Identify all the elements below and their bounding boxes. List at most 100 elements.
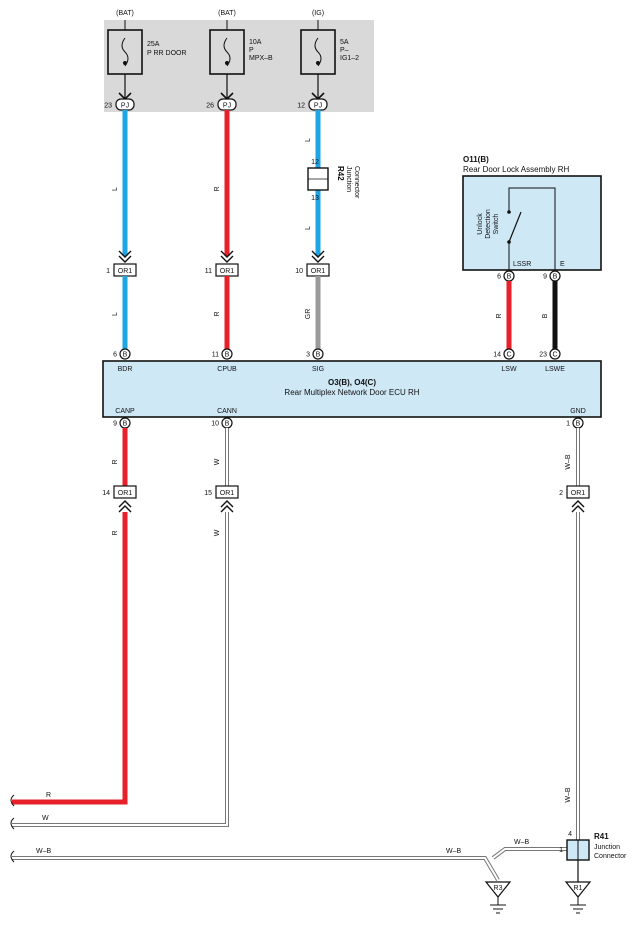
ecu-pin-label: CANN bbox=[217, 408, 237, 415]
svg-text:PJ: PJ bbox=[223, 103, 231, 110]
r41-id: R41 bbox=[594, 832, 609, 841]
pj-connector: PJ 23 bbox=[104, 92, 135, 111]
wire-label: W bbox=[42, 815, 49, 822]
pin-number: 4 bbox=[568, 831, 572, 838]
wire-white-black-r3 bbox=[12, 847, 567, 882]
r42-name: Junction bbox=[345, 166, 352, 192]
pin-number: 1 bbox=[566, 421, 570, 428]
or1-connector: OR1 14 bbox=[102, 485, 137, 513]
r41-name: Junction bbox=[594, 844, 620, 851]
wire-white-cann bbox=[12, 512, 229, 827]
svg-text:PJ: PJ bbox=[121, 103, 129, 110]
lock-id: O11(B) bbox=[463, 155, 489, 164]
switch-icon bbox=[508, 211, 522, 243]
wire-label: W bbox=[214, 458, 221, 465]
pin-number: 10 bbox=[211, 421, 219, 428]
wire-label: W bbox=[214, 529, 221, 536]
rear-door-lock-assembly: O11(B) Rear Door Lock Assembly RH Unlock… bbox=[462, 155, 602, 282]
lock-name: Rear Door Lock Assembly RH bbox=[463, 165, 569, 174]
pin-number: 11 bbox=[212, 352, 219, 359]
pin-number: 9 bbox=[543, 274, 547, 281]
ecu-pin-label: BDR bbox=[118, 366, 133, 373]
svg-text:R1: R1 bbox=[574, 885, 583, 892]
svg-text:B: B bbox=[553, 274, 558, 281]
ecu-pin-label: GND bbox=[570, 408, 586, 415]
fuse-source: (IG) bbox=[312, 10, 324, 17]
wire-label: W–B bbox=[565, 787, 572, 803]
ground-icon bbox=[564, 881, 592, 898]
svg-text:C: C bbox=[506, 352, 511, 359]
svg-text:C: C bbox=[552, 352, 557, 359]
wire-label: L bbox=[305, 138, 312, 142]
fuse-rating: 25A bbox=[147, 41, 160, 48]
svg-text:R3: R3 bbox=[494, 885, 503, 892]
wire-label: W–B bbox=[36, 848, 52, 855]
svg-text:OR1: OR1 bbox=[571, 490, 586, 497]
wire-label: W–B bbox=[446, 848, 462, 855]
svg-text:B: B bbox=[123, 421, 128, 428]
pin-number: 12 bbox=[297, 103, 305, 110]
r42-id: R42 bbox=[336, 166, 345, 181]
ground-icon bbox=[484, 881, 512, 898]
ecu-box: O3(B), O4(C) Rear Multiplex Network Door… bbox=[102, 360, 602, 418]
svg-text:B: B bbox=[576, 421, 581, 428]
pin-number: 11 bbox=[205, 268, 212, 275]
pin-number: 3 bbox=[306, 352, 310, 359]
wire-label: R bbox=[112, 459, 119, 464]
pin-number: 26 bbox=[206, 103, 214, 110]
wire-label: R bbox=[112, 530, 119, 535]
fuse-source: (BAT) bbox=[218, 10, 236, 17]
switch-label: Switch bbox=[493, 214, 500, 235]
fuse-icon bbox=[223, 37, 231, 67]
wire-red-canp bbox=[12, 512, 128, 805]
fuse-name: P bbox=[249, 47, 254, 54]
wire-label: R bbox=[214, 311, 221, 316]
fuse-icon bbox=[314, 37, 322, 67]
wire-label: L bbox=[112, 187, 119, 191]
fuse-name2: MPX–B bbox=[249, 55, 273, 62]
ecu-bottom-pins: B 9 B 10 B 1 bbox=[113, 417, 584, 429]
svg-text:B: B bbox=[507, 274, 512, 281]
svg-text:B: B bbox=[225, 421, 230, 428]
svg-text:OR1: OR1 bbox=[118, 268, 133, 275]
wire-label: W–B bbox=[565, 454, 572, 470]
r42-junction-connector: 12 13 R42 Junction Connector bbox=[307, 159, 360, 202]
wire-label: R bbox=[214, 186, 221, 191]
ecu-pin-label: SIG bbox=[312, 366, 324, 373]
wire-label: L bbox=[112, 312, 119, 316]
ecu-name: Rear Multiplex Network Door ECU RH bbox=[284, 388, 419, 397]
or1-connector: OR1 10 bbox=[295, 250, 330, 277]
pin-number: 15 bbox=[204, 490, 212, 497]
pin-number: 1 bbox=[559, 847, 563, 854]
wire-label: L bbox=[305, 226, 312, 230]
switch-label: Unlock bbox=[477, 213, 484, 235]
fuse-source: (BAT) bbox=[116, 10, 134, 17]
wire-label: R bbox=[46, 792, 51, 799]
svg-text:OR1: OR1 bbox=[118, 490, 133, 497]
fuse-name: P– bbox=[340, 47, 349, 54]
pin-number: 13 bbox=[311, 195, 319, 202]
fuse-rating: 5A bbox=[340, 39, 349, 46]
wire-label: GR bbox=[305, 309, 312, 320]
ecu-pin-label: LSWE bbox=[545, 366, 565, 373]
r41-junction-connector: 4 1 R41 Junction Connector bbox=[559, 831, 627, 861]
fuse-name2: IG1–2 bbox=[340, 55, 359, 62]
or1-connector: OR1 1 bbox=[106, 250, 137, 277]
pj-connector: PJ 12 bbox=[297, 92, 328, 111]
pin-number: 10 bbox=[295, 268, 303, 275]
pin-number: 9 bbox=[113, 421, 117, 428]
ecu-pin-label: CPUB bbox=[217, 366, 237, 373]
pin-number: 6 bbox=[113, 352, 117, 359]
svg-text:PJ: PJ bbox=[314, 103, 322, 110]
pin-label: LSSR bbox=[513, 261, 531, 268]
fuse-rating: 10A bbox=[249, 39, 262, 46]
switch-label: Detection bbox=[485, 209, 492, 239]
wire-label: R bbox=[496, 313, 503, 318]
pin-number: 1 bbox=[106, 268, 110, 275]
ground-r1: R1 bbox=[564, 881, 592, 914]
svg-text:B: B bbox=[316, 352, 321, 359]
svg-text:B: B bbox=[225, 352, 230, 359]
pin-number: 6 bbox=[497, 274, 501, 281]
pj-connector: PJ 26 bbox=[206, 92, 237, 111]
